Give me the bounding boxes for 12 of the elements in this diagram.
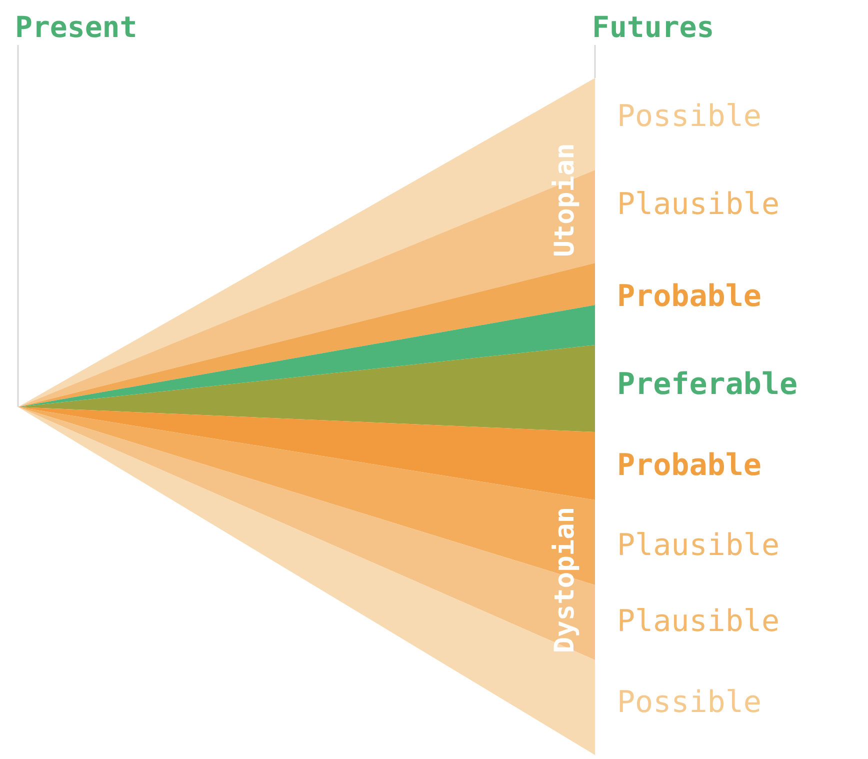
future-label: Possible	[617, 102, 762, 132]
future-label: Plausible	[617, 607, 780, 637]
scenario-label: Utopian	[552, 143, 578, 257]
scenario-label: Dystopian	[552, 506, 578, 654]
heading: Futures	[592, 12, 714, 42]
heading: Present	[15, 12, 138, 42]
future-label: Probable	[617, 451, 762, 481]
future-label: Plausible	[617, 190, 780, 220]
future-label: Probable	[617, 282, 762, 312]
future-label: Plausible	[617, 531, 780, 561]
future-label: Possible	[617, 688, 762, 718]
future-label: Preferable	[617, 370, 798, 400]
